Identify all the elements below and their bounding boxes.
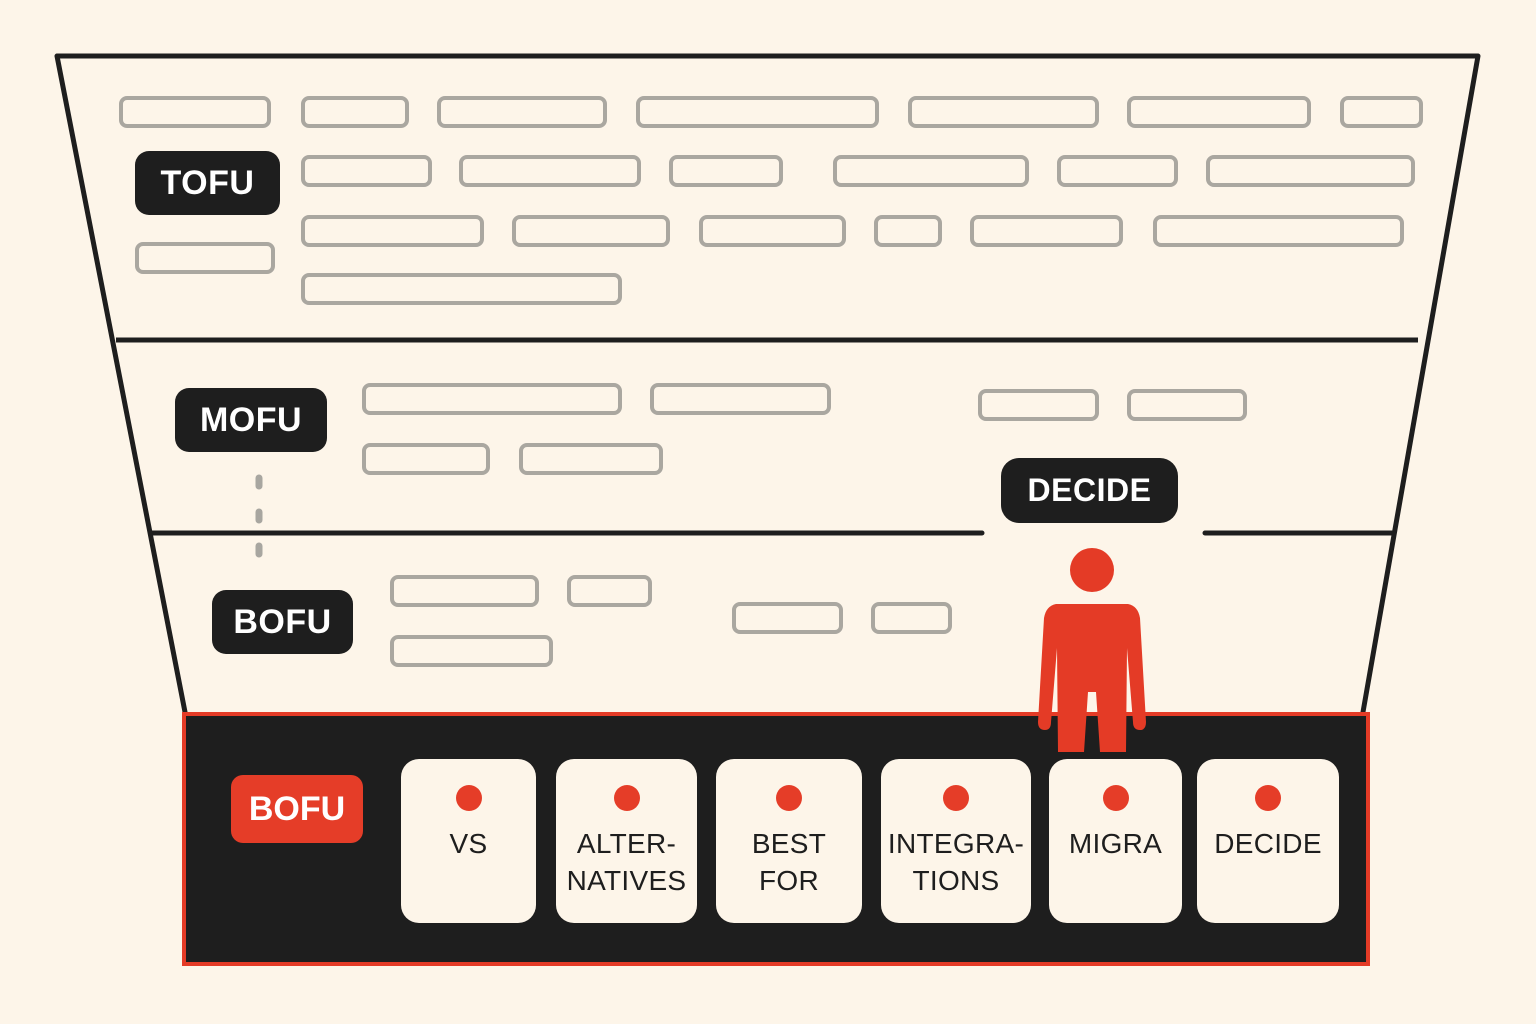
placeholder-bar: [301, 273, 622, 305]
placeholder-bar: [437, 96, 607, 128]
placeholder-bar: [459, 155, 641, 187]
placeholder-bar: [512, 215, 670, 247]
placeholder-bar: [970, 215, 1123, 247]
card-label: MIGRA: [1068, 828, 1163, 859]
placeholder-bar: [390, 575, 539, 607]
placeholder-bar: [135, 242, 275, 274]
placeholder-bar: [1057, 155, 1178, 187]
bofu-card-migra: MIGRA: [1049, 759, 1182, 923]
decide-badge: DECIDE: [1001, 458, 1178, 523]
placeholder-bar: [908, 96, 1099, 128]
placeholder-bar: [732, 602, 843, 634]
stage-label-bofu: BOFU: [212, 590, 353, 654]
placeholder-bar: [871, 602, 952, 634]
placeholder-bar: [301, 96, 409, 128]
stage-label-mofu: MOFU: [175, 388, 327, 452]
bofu-card-integrations: INTEGRA- TIONS: [881, 759, 1031, 923]
placeholder-bar: [1127, 96, 1311, 128]
bofu-card-best-for: BEST FOR: [716, 759, 862, 923]
stage-label-tofu: TOFU: [135, 151, 280, 215]
placeholder-bar: [567, 575, 652, 607]
bofu-panel-label: BOFU: [231, 775, 363, 843]
placeholder-bar: [874, 215, 942, 247]
placeholder-bar: [1206, 155, 1415, 187]
placeholder-bar: [301, 215, 484, 247]
placeholder-bar: [1340, 96, 1423, 128]
card-label: INTEGRA- TIONS: [887, 828, 1025, 896]
placeholder-bar: [1153, 215, 1404, 247]
card-marker-dot: [943, 785, 969, 811]
placeholder-bar: [519, 443, 663, 475]
placeholder-bar: [390, 635, 553, 667]
card-marker-dot: [776, 785, 802, 811]
placeholder-bar: [978, 389, 1099, 421]
card-marker-dot: [455, 785, 482, 811]
bofu-card-alternatives: ALTER- NATIVES: [556, 759, 697, 923]
card-marker-dot: [1255, 785, 1281, 811]
placeholder-bar: [362, 383, 622, 415]
bofu-card-decide: DECIDE: [1197, 759, 1339, 923]
placeholder-bar: [699, 215, 846, 247]
placeholder-bar: [119, 96, 271, 128]
card-label: DECIDE: [1214, 828, 1322, 859]
bofu-card-vs: VS: [401, 759, 536, 923]
funnel-border: [54, 53, 1481, 715]
placeholder-bar: [669, 155, 783, 187]
placeholder-bar: [362, 443, 490, 475]
card-label: BEST FOR: [751, 828, 827, 896]
card-label: VS: [449, 828, 488, 859]
card-marker-dot: [1102, 785, 1129, 811]
card-marker-dot: [613, 785, 640, 811]
placeholder-bar: [833, 155, 1029, 187]
card-label: ALTER- NATIVES: [566, 828, 687, 896]
placeholder-bar: [636, 96, 879, 128]
placeholder-bar: [1127, 389, 1247, 421]
placeholder-bar: [301, 155, 432, 187]
placeholder-bar: [650, 383, 831, 415]
